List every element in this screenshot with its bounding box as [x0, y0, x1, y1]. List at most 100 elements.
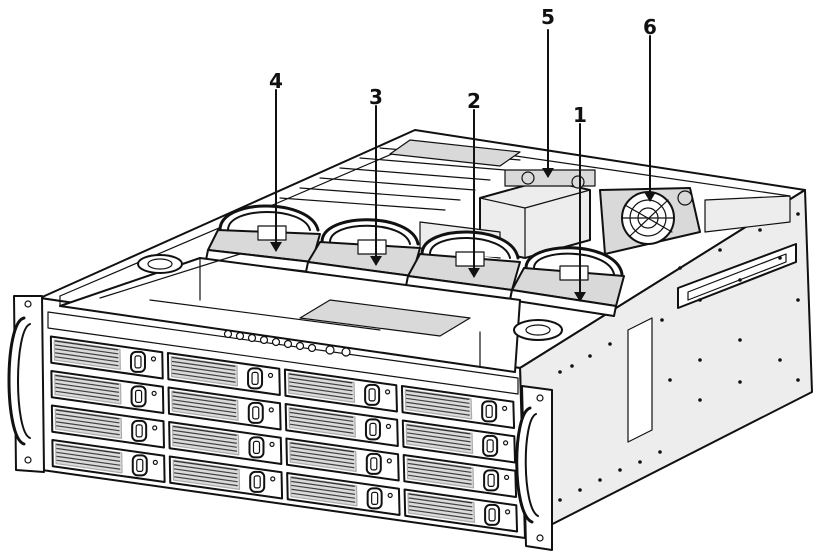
drive-bay[interactable]: [50, 404, 165, 449]
drive-activity-led: [384, 389, 391, 395]
left-rack-handle[interactable]: [7, 295, 45, 473]
drive-bay[interactable]: [401, 419, 517, 464]
side-panel-screws: [558, 212, 800, 502]
callout-1: 1: [573, 103, 587, 127]
front-top-cover: [59, 253, 563, 373]
drive-bay[interactable]: [402, 454, 518, 498]
fan-module-4: [205, 204, 321, 273]
drive-bay-latch[interactable]: [247, 401, 264, 424]
fan-module-2: [405, 230, 521, 301]
drive-activity-led: [270, 476, 276, 482]
drive-activity-led: [387, 492, 393, 498]
drive-activity-led: [150, 356, 157, 362]
drive-bay[interactable]: [285, 437, 400, 482]
expansion-slots: [279, 139, 521, 211]
drive-bay[interactable]: [286, 472, 401, 516]
side-screw: [558, 370, 562, 374]
drive-bay-vent: [405, 423, 474, 454]
status-leds: [223, 329, 351, 357]
front-control-panel: [47, 311, 519, 395]
drive-activity-led: [269, 441, 275, 447]
drive-bay[interactable]: [49, 335, 164, 380]
side-screw: [758, 228, 762, 232]
drive-bay[interactable]: [167, 386, 282, 431]
drive-activity-led: [504, 509, 511, 515]
side-screw: [618, 468, 622, 472]
drive-activity-led: [267, 372, 274, 378]
drive-bay-vent: [54, 374, 122, 405]
fan-module-1: [509, 246, 625, 317]
callout-5: 5: [541, 5, 555, 29]
drive-activity-led: [151, 390, 157, 396]
drive-bay-latch[interactable]: [247, 367, 264, 390]
side-screw: [698, 298, 702, 302]
drive-activity-led: [503, 440, 509, 446]
drive-bay[interactable]: [283, 368, 398, 413]
drive-bay[interactable]: [51, 439, 166, 483]
drive-bay-vent: [406, 458, 475, 489]
callout-6: 6: [643, 15, 657, 39]
drive-bay-vent: [172, 459, 241, 490]
drive-bay-latch[interactable]: [366, 487, 383, 510]
side-screw: [678, 266, 682, 270]
side-screw: [608, 342, 612, 346]
drive-bay-latch[interactable]: [131, 454, 148, 477]
side-screw: [668, 378, 672, 382]
drive-bay-vent: [171, 390, 239, 421]
side-screw: [718, 248, 722, 252]
side-screw: [738, 338, 742, 342]
drive-activity-led: [268, 407, 274, 413]
side-screw: [658, 450, 662, 454]
drive-bay-latch[interactable]: [129, 350, 146, 373]
rear-exhaust-fan: [599, 187, 701, 255]
arrow-5: [542, 168, 554, 178]
drive-bay[interactable]: [166, 352, 281, 396]
side-panel-details: [558, 212, 800, 502]
arrow-1: [574, 292, 586, 302]
drive-bay-latch[interactable]: [484, 503, 501, 526]
drive-bay-vent: [287, 372, 356, 403]
side-screw: [738, 380, 742, 384]
side-screw: [578, 488, 582, 492]
drive-bay-latch[interactable]: [364, 418, 381, 441]
drive-activity-led: [503, 474, 510, 480]
right-rack-handle[interactable]: [515, 385, 553, 551]
drive-bay[interactable]: [168, 455, 284, 500]
side-screw: [558, 498, 562, 502]
drive-bay-vent: [404, 389, 473, 420]
arrow-2: [468, 268, 480, 278]
drive-bay[interactable]: [400, 385, 516, 429]
drive-bay-vent: [171, 425, 240, 456]
drive-bay-latch[interactable]: [131, 419, 148, 442]
drive-activity-led: [502, 405, 508, 411]
interior-components: [279, 139, 791, 259]
drive-bay-latch[interactable]: [481, 400, 498, 423]
side-screw: [796, 298, 800, 302]
callout-2: 2: [467, 89, 481, 113]
drive-bay-latch[interactable]: [365, 452, 382, 475]
side-screw: [738, 278, 742, 282]
drive-bay-latch[interactable]: [483, 469, 500, 492]
drive-bay-latch[interactable]: [248, 436, 265, 459]
drive-bay-vent: [407, 492, 476, 523]
drive-bay-latch[interactable]: [364, 383, 381, 406]
drive-bay[interactable]: [403, 488, 519, 533]
drive-bay-vent: [54, 408, 123, 439]
drive-bay[interactable]: [50, 370, 165, 414]
drive-bay-latch[interactable]: [249, 470, 266, 493]
drive-bay-vent: [288, 407, 356, 438]
side-screw: [796, 212, 800, 216]
drive-bay[interactable]: [284, 403, 399, 447]
side-screw: [698, 398, 702, 402]
power-supply-block: [479, 169, 596, 259]
drive-activity-led: [152, 459, 158, 465]
drive-bay[interactable]: [168, 421, 283, 465]
drive-bay-latch[interactable]: [482, 434, 499, 457]
arrow-4: [270, 242, 282, 252]
side-screw: [660, 318, 664, 322]
side-screw: [778, 256, 782, 260]
drive-activity-led: [152, 425, 158, 431]
drive-bay-latch[interactable]: [130, 385, 147, 408]
drive-bay-grid: [49, 335, 519, 533]
